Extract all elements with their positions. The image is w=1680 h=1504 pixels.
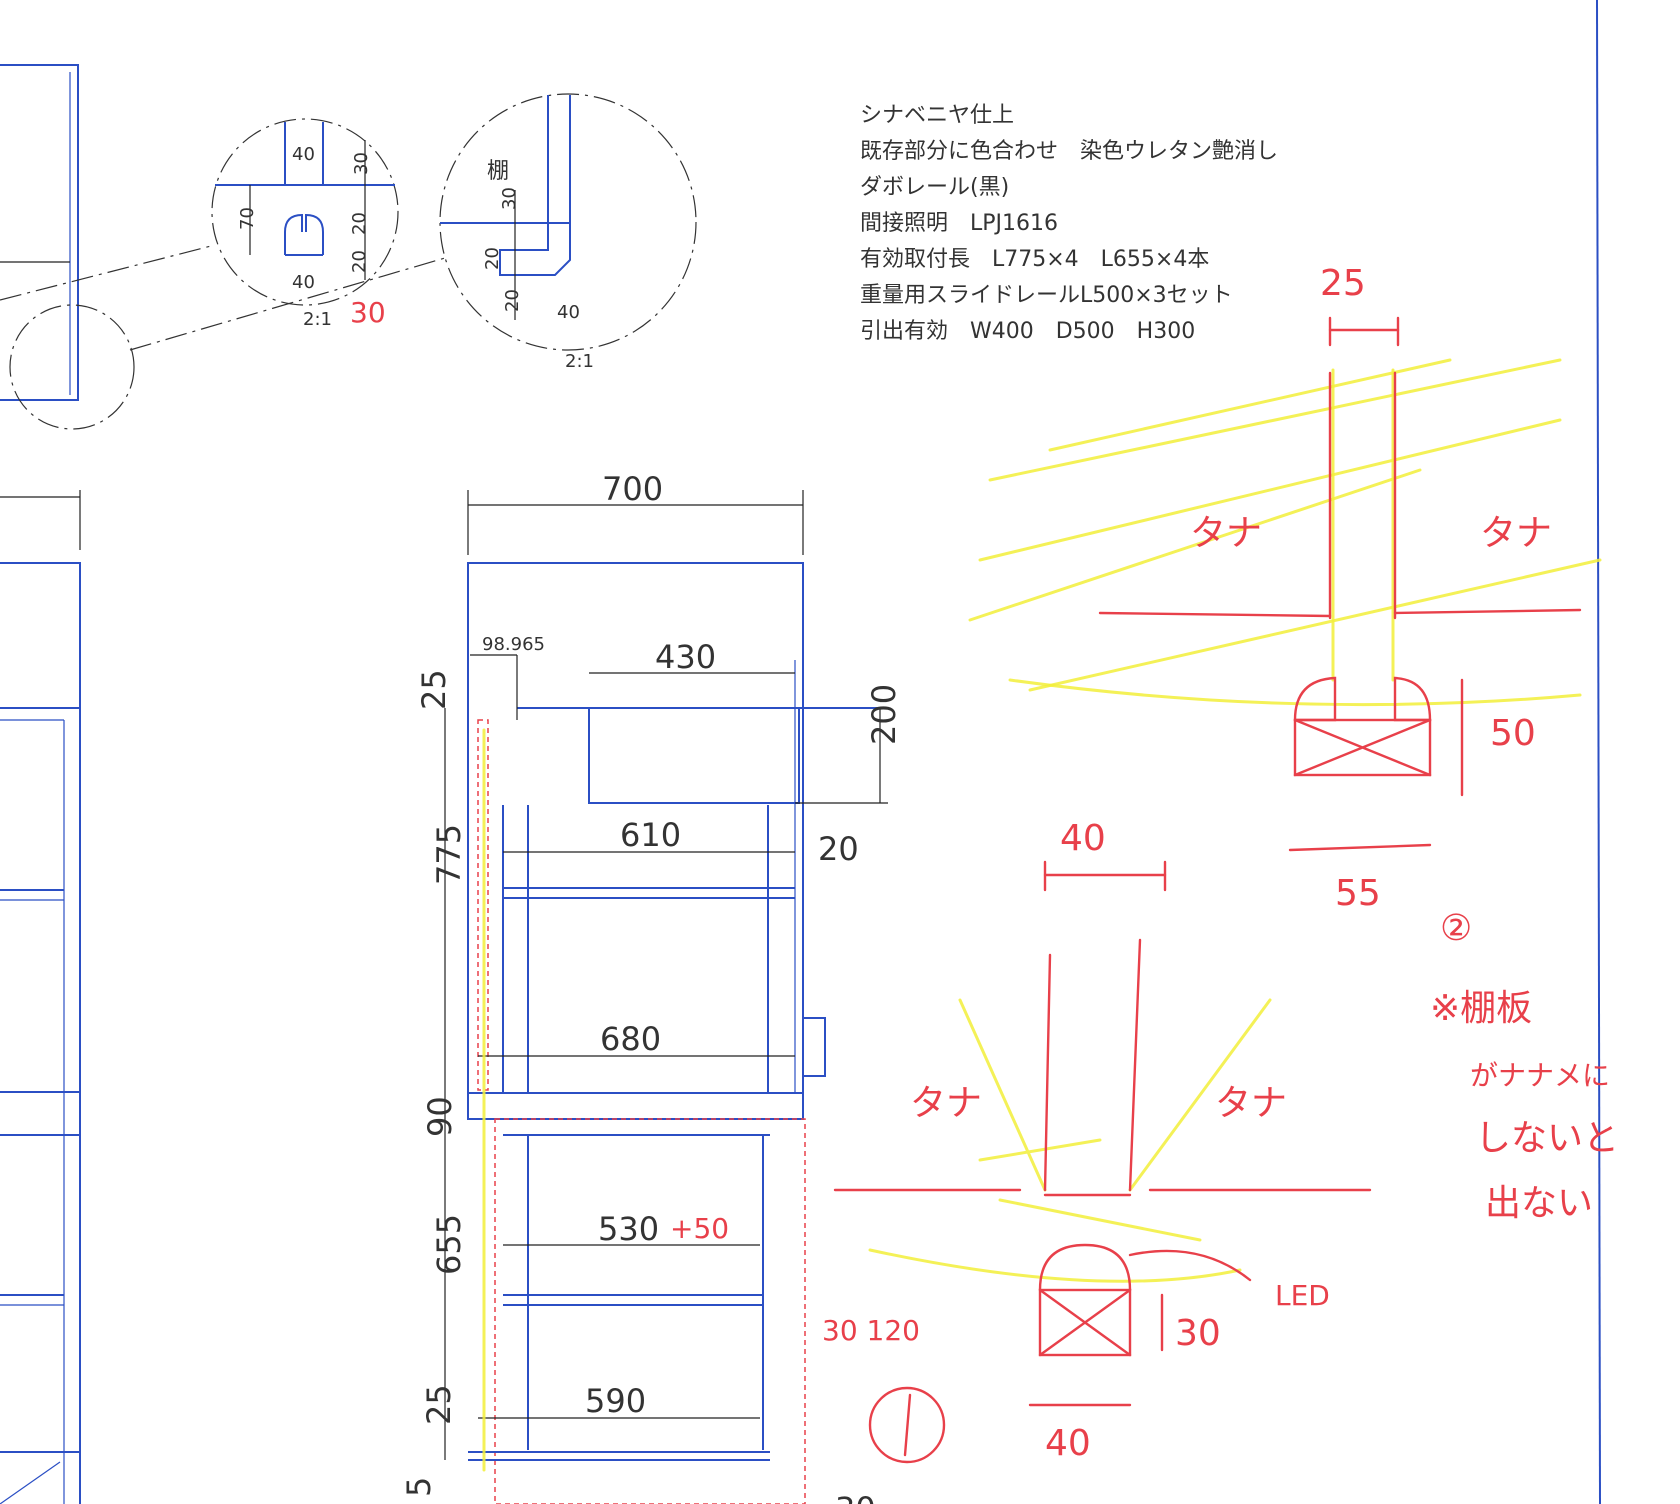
- left-elevation: [0, 64, 446, 1504]
- dim-20: 20: [818, 830, 859, 868]
- dim-5: 5: [400, 1477, 438, 1497]
- svg-text:出ない: 出ない: [1485, 1183, 1593, 1224]
- dim-25: 25: [415, 669, 453, 710]
- sketch-1: 40 LED 30 40 タナ タナ ①: [833, 818, 1372, 1464]
- svg-text:間接照明 LPJ1616: 間接照明 LPJ1616: [860, 211, 1058, 236]
- spec-notes: シナベニヤ仕上 既存部分に色合わせ 染色ウレタン艶消し ダボレール(黒) 間接照…: [860, 103, 1278, 344]
- dim-label: 40: [292, 144, 315, 165]
- dim-offset: 98.965: [482, 634, 545, 655]
- svg-text:引出有効 W400 D500 H300: 引出有効 W400 D500 H300: [860, 319, 1195, 344]
- dim-label: 20: [349, 212, 370, 235]
- sketch-2: 25 50 55 タナ タナ ②: [968, 263, 1602, 949]
- sheet-border: [1596, 0, 1601, 1504]
- dim-width: 700: [602, 470, 663, 508]
- dim-40-bottom: 40: [1045, 1423, 1091, 1464]
- dim-50: 50: [1490, 713, 1536, 754]
- shelf-label-left: タナ: [910, 1083, 982, 1124]
- svg-text:※棚板: ※棚板: [1430, 988, 1532, 1029]
- scale-label: 2:1: [565, 351, 594, 372]
- dim-label: 70: [237, 207, 258, 230]
- shelf-label-right: タナ: [1215, 1083, 1287, 1124]
- dim-30-bottom: 30: [835, 1490, 876, 1504]
- handwritten-note: ※棚板 がナナメに しないと 出ない: [1430, 988, 1619, 1224]
- dim-775: 775: [430, 824, 468, 885]
- svg-text:ダボレール(黒): ダボレール(黒): [860, 175, 1009, 200]
- svg-text:シナベニヤ仕上: シナベニヤ仕上: [860, 103, 1014, 128]
- detail-b: 棚 30 20 20 40 2:1: [439, 93, 697, 372]
- dim-label: 30: [351, 152, 372, 175]
- dim-label: 40: [292, 272, 315, 293]
- dim-label: 20: [482, 247, 503, 270]
- svg-text:重量用スライドレールL500×3セット: 重量用スライドレールL500×3セット: [860, 283, 1233, 308]
- dim-610: 610: [620, 816, 681, 854]
- led-label: LED: [1275, 1279, 1330, 1312]
- dim-655: 655: [430, 1214, 468, 1275]
- svg-text:しないと: しないと: [1475, 1118, 1619, 1159]
- svg-text:有効取付長 L775×4 L655×4本: 有効取付長 L775×4 L655×4本: [860, 247, 1209, 272]
- dim-30: 30: [1175, 1313, 1221, 1354]
- dim-90: 90: [421, 1096, 459, 1137]
- shelf-label-left: タナ: [1190, 513, 1262, 554]
- dim-200: 200: [865, 684, 903, 745]
- dim-label: 30: [499, 187, 520, 210]
- detail-a: 40 30 70 20 20 40 2:1 30: [211, 118, 399, 330]
- dim-590: 590: [585, 1382, 646, 1420]
- sketch-number-2: ②: [1440, 908, 1472, 949]
- dim-25-sketch: 25: [1320, 263, 1366, 304]
- dim-680: 680: [600, 1020, 661, 1058]
- dim-40-top: 40: [1060, 818, 1106, 859]
- svg-text:がナナメに: がナナメに: [1470, 1059, 1610, 1092]
- shelf-label-right: タナ: [1480, 513, 1552, 554]
- red-annotation-30-120: 30 120: [822, 1314, 920, 1347]
- scale-label: 2:1: [303, 309, 332, 330]
- red-annotation: 30: [350, 296, 386, 329]
- dim-label: 20: [502, 289, 523, 312]
- dim-530: 530: [598, 1210, 659, 1248]
- svg-text:既存部分に色合わせ 染色ウレタン艶消し: 既存部分に色合わせ 染色ウレタン艶消し: [860, 139, 1278, 164]
- dim-55: 55: [1335, 873, 1381, 914]
- dim-label: 40: [557, 302, 580, 323]
- dim-430: 430: [655, 638, 716, 676]
- dim-label: 20: [349, 250, 370, 273]
- shelf-label: 棚: [487, 159, 509, 184]
- red-annotation-plus50: +50: [670, 1212, 729, 1245]
- cabinet-section: 700 98.965 430 200 25 775 610 20 680 90 …: [400, 470, 920, 1504]
- dim-25-lower: 25: [420, 1384, 458, 1425]
